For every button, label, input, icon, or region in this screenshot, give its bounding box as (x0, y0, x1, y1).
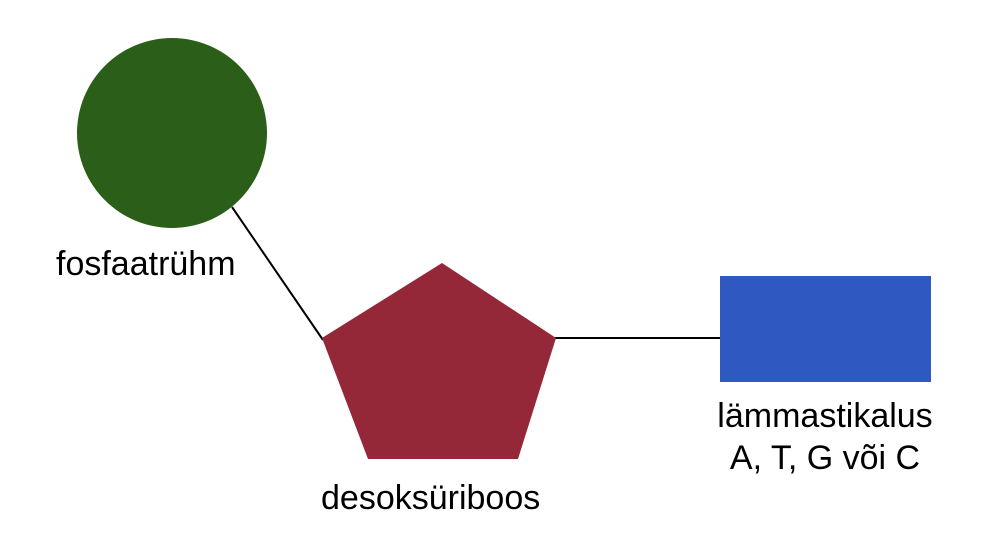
nitrogenous-base-rectangle (720, 276, 931, 382)
phosphate-group-circle (77, 38, 267, 228)
nitrogenous-base-label-line2: A, T, G või C (729, 439, 921, 477)
nitrogenous-base-label-line1: lämmastikalus (717, 397, 933, 435)
phosphate-group-label: fosfaatrühm (56, 245, 236, 283)
deoxyribose-label: desoksüriboos (321, 479, 541, 517)
deoxyribose-pentagon (322, 263, 556, 459)
bond-phosphate-sugar (231, 206, 324, 341)
nitrogenous-base-label: lämmastikalus A, T, G või C (700, 395, 950, 479)
